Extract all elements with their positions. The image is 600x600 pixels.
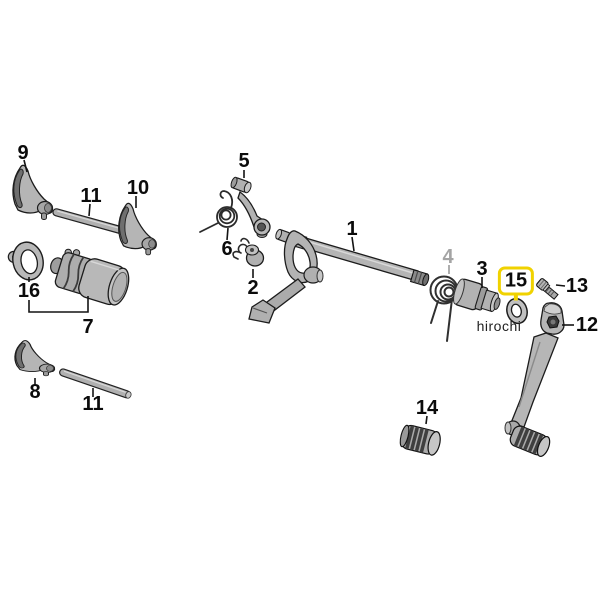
part-3-sleeve-bushing	[453, 278, 501, 313]
part-label-13[interactable]: 13	[565, 275, 589, 297]
pedal-rubber-peg	[509, 425, 551, 457]
part-label-1[interactable]: 1	[346, 218, 358, 240]
part-2-pawl-spring	[232, 237, 265, 267]
arm-boss-hole	[257, 222, 266, 232]
part-label-7[interactable]: 7	[82, 316, 94, 338]
part-8-shift-fork	[14, 339, 56, 377]
part-14-rubber-peg	[399, 424, 441, 456]
part-5-shift-arm	[230, 176, 271, 238]
part-label-11-lower[interactable]: 11	[82, 393, 104, 415]
part-6-torsion-spring	[199, 190, 238, 233]
washer-hole	[510, 303, 522, 318]
part-4-return-spring	[429, 275, 459, 342]
plate-ring-hole	[20, 249, 39, 275]
leader-14	[425, 415, 428, 425]
part-label-4[interactable]: 4	[442, 246, 454, 268]
part-label-5[interactable]: 5	[238, 150, 250, 172]
part-16-stopper-plate	[7, 241, 44, 281]
part-15-washer	[506, 297, 528, 325]
part-label-6[interactable]: 6	[221, 238, 233, 260]
part-11b-fork-rod	[59, 368, 132, 399]
leader-6	[226, 227, 229, 241]
part-label-14[interactable]: 14	[415, 397, 439, 419]
part-label-11-upper[interactable]: 11	[80, 185, 102, 207]
part-11a-fork-rod	[52, 208, 128, 236]
part-label-16[interactable]: 16	[17, 280, 41, 302]
plate-boss-cap	[316, 269, 324, 283]
part-10-shift-fork	[118, 202, 157, 256]
spring-hook	[219, 190, 234, 209]
part-1-shift-shaft	[248, 228, 430, 324]
leader-11a	[88, 203, 91, 217]
leader-13	[555, 284, 566, 287]
leader-9	[23, 159, 28, 173]
bolt-collar	[542, 283, 551, 292]
part-label-8[interactable]: 8	[29, 381, 41, 403]
part-12-shift-pedal	[504, 302, 565, 457]
leader-bracket-16-7	[28, 296, 89, 313]
bushing-nub	[493, 297, 501, 310]
part-9-shift-fork	[12, 164, 54, 221]
rod-end-cap	[125, 391, 132, 399]
part-13-bolt	[536, 278, 559, 300]
spring-leg	[199, 222, 219, 233]
part-label-15-highlighted[interactable]: 15	[497, 266, 535, 296]
part-label-9[interactable]: 9	[17, 142, 29, 164]
part-7-shift-drum	[50, 248, 130, 306]
watermark-text: hirochi	[476, 318, 522, 334]
part-label-3[interactable]: 3	[476, 258, 488, 280]
part-label-10[interactable]: 10	[126, 177, 150, 199]
part-label-12[interactable]: 12	[575, 314, 599, 336]
part-label-2[interactable]: 2	[247, 277, 259, 299]
spring-leg-left	[430, 300, 439, 324]
spring-leg-right	[446, 298, 453, 342]
leader-lines	[23, 159, 574, 425]
pedal-arm	[510, 332, 559, 428]
leader-1	[351, 236, 355, 252]
